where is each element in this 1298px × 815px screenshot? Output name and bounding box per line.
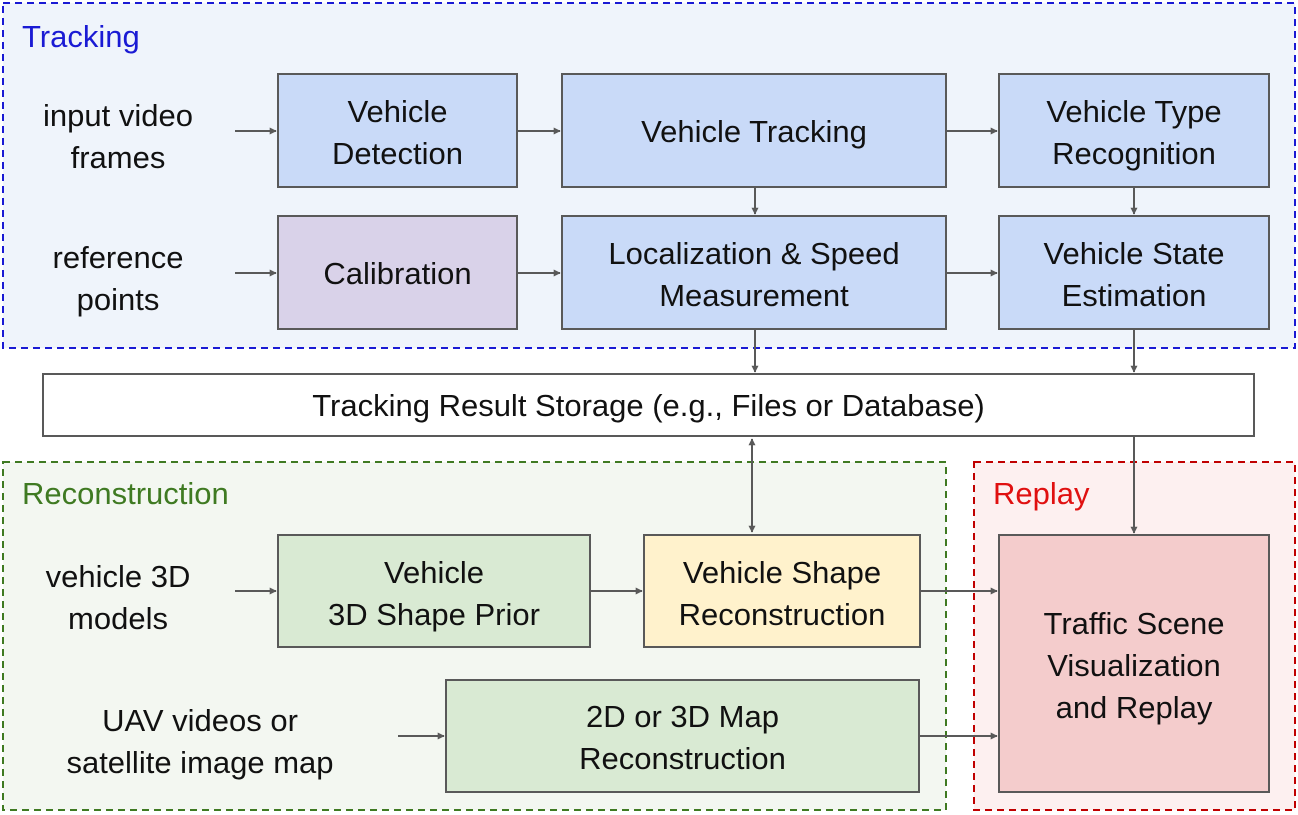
svg-text:Vehicle Tracking: Vehicle Tracking [641,114,867,149]
vehicle-tracking-box: Vehicle Tracking [561,73,947,188]
svg-text:Calibration: Calibration [323,256,471,291]
svg-text:Tracking Result Storage (e.g.,: Tracking Result Storage (e.g., Files or … [312,388,985,423]
reconstruction-group-title: Reconstruction [22,476,229,511]
tracking-group-title: Tracking [22,19,140,54]
calibration-box: Calibration [277,215,518,330]
tracking-result-storage-box: Tracking Result Storage (e.g., Files or … [42,373,1255,437]
replay-group-title: Replay [993,476,1090,511]
